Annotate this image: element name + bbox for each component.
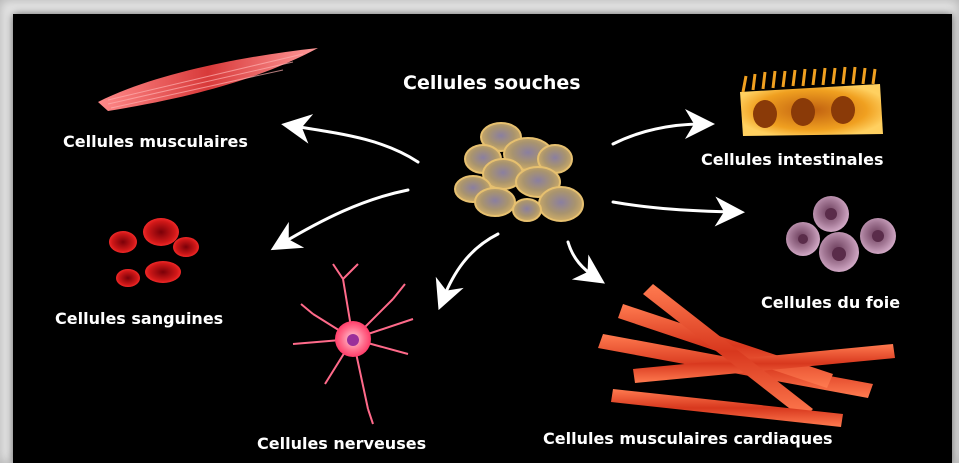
muscle-cell-image — [98, 48, 318, 111]
nerve-cells-label: Cellules nerveuses — [257, 434, 426, 453]
blood-cells-image — [109, 218, 199, 287]
intestinal-cells-image — [740, 67, 883, 136]
arrow-to-cardiac — [568, 242, 595, 277]
muscle-cells-label: Cellules musculaires — [63, 132, 248, 151]
stem-cells-image — [455, 123, 583, 221]
nerve-cell-image — [293, 264, 413, 424]
arrow-to-blood — [281, 190, 408, 244]
blood-cells-label: Cellules sanguines — [55, 309, 223, 328]
intestinal-cells-label: Cellules intestinales — [701, 150, 883, 169]
diagram-panel: Cellules souches Cellules musculaires Ce… — [13, 14, 952, 463]
arrow-to-muscle — [293, 126, 418, 162]
cardiac-cells-label: Cellules musculaires cardiaques — [543, 429, 833, 448]
arrow-to-nerve — [443, 234, 498, 299]
arrow-to-intestine — [613, 124, 703, 144]
stem-cells-label: Cellules souches — [403, 72, 581, 94]
liver-cells-label: Cellules du foie — [761, 293, 900, 312]
liver-cells-image — [786, 196, 896, 272]
arrow-to-liver — [613, 202, 733, 212]
